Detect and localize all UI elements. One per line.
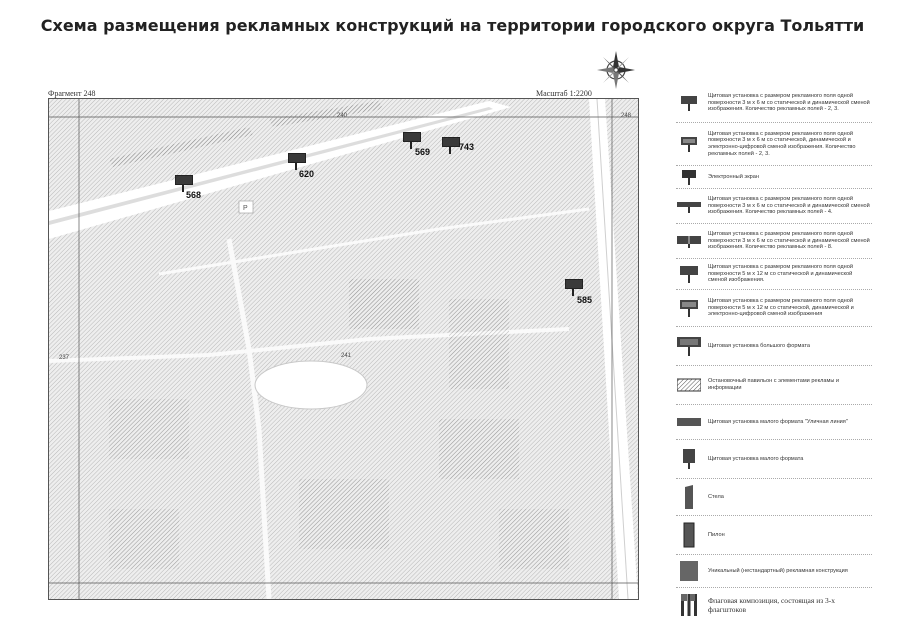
legend-item: Электронный экран	[676, 166, 872, 189]
fragment-label: Фрагмент 248	[48, 89, 96, 98]
legend-item: Щитовая установка с размером рекламного …	[676, 84, 872, 123]
legend-item: Остановочный павильон с элементами рекла…	[676, 366, 872, 405]
billboard-marker[interactable]	[288, 153, 306, 175]
svg-text:P: P	[243, 205, 248, 212]
legend-text: Стела	[708, 493, 724, 500]
scale-label: Масштаб 1:2200	[536, 89, 592, 98]
legend-text: Электронный экран	[708, 173, 759, 180]
flag-composition-icon	[676, 593, 702, 617]
compass-rose-icon	[596, 50, 636, 90]
legend-item: Щитовая установка с размером рекламного …	[676, 290, 872, 327]
legend-item: Щитовая установка малого формата "Улична…	[676, 405, 872, 440]
legend-text: Щитовая установка с размером рекламного …	[708, 264, 853, 284]
marker-label: 585	[577, 295, 593, 305]
adjacent-fragment-number: 240	[337, 113, 348, 119]
legend-text: Щитовая установка малого формата "Улична…	[708, 418, 848, 425]
billboard-3x6-four-fields-icon	[676, 199, 702, 213]
legend-item: Щитовая установка с размером рекламного …	[676, 189, 872, 224]
billboard-marker[interactable]	[175, 175, 193, 197]
legend-item: Уникальный (нестандартный) рекламная кон…	[676, 555, 872, 588]
stela-icon	[676, 485, 702, 509]
legend-text: Щитовая установка с размером рекламного …	[708, 130, 856, 157]
billboard-3x6-eight-fields-icon	[676, 234, 702, 248]
building-strip	[109, 127, 253, 167]
legend-item: Щитовая установка малого формата	[676, 440, 872, 479]
adjacent-fragment-number: 237	[59, 355, 70, 361]
legend-text: Уникальный (нестандартный) рекламная кон…	[708, 567, 848, 574]
adjacent-fragment-number: 241	[341, 353, 352, 359]
legend-text: Щитовая установка с размером рекламного …	[708, 93, 870, 113]
legend-item: Щитовая установка с размером рекламного …	[676, 224, 872, 259]
pylon-icon	[676, 522, 702, 548]
large-format-billboard-icon	[676, 335, 702, 357]
marker-label: 620	[299, 169, 315, 179]
legend-text: Щитовая установка с размером рекламного …	[708, 231, 870, 251]
page-title: Схема размещения рекламных конструкций н…	[40, 16, 865, 35]
billboard-3x6-static-dynamic-icon	[676, 94, 702, 112]
legend-item: Стела	[676, 479, 872, 516]
adjacent-fragment-number: 248	[621, 113, 632, 119]
billboard-marker[interactable]	[403, 132, 421, 154]
legend-item: Щитовая установка большого формата	[676, 327, 872, 366]
legend-text: Пилон	[708, 531, 725, 538]
map-fragment[interactable]: P 240 248 237 241 568 620 569 743 585	[48, 98, 639, 600]
billboard-5x12-digital-icon	[676, 298, 702, 318]
billboard-5x12-static-dynamic-icon	[676, 264, 702, 284]
side-road	[589, 99, 638, 599]
legend: Щитовая установка с размером рекламного …	[676, 84, 872, 622]
legend-item: Пилон	[676, 516, 872, 555]
legend-text: Щитовая установка малого формата	[708, 455, 804, 462]
legend-item: Щитовая установка с размером рекламного …	[676, 123, 872, 166]
electronic-screen-icon	[676, 168, 702, 186]
billboard-marker[interactable]	[565, 279, 583, 301]
legend-item: Щитовая установка с размером рекламного …	[676, 259, 872, 290]
marker-label: 568	[186, 190, 202, 200]
marker-label: 569	[415, 147, 431, 157]
legend-text: Флаговая композиция, состоящая из 3-х фл…	[708, 596, 836, 614]
small-format-street-line-icon	[676, 416, 702, 428]
small-format-billboard-icon	[676, 448, 702, 470]
billboard-marker[interactable]	[442, 137, 460, 159]
legend-text: Щитовая установка с размером рекламного …	[708, 196, 870, 216]
billboard-3x6-digital-icon	[676, 135, 702, 153]
legend-item: Флаговая композиция, состоящая из 3-х фл…	[676, 588, 872, 622]
building-strip	[269, 101, 383, 127]
marker-label: 743	[459, 142, 475, 152]
main-road	[49, 101, 511, 239]
legend-text: Щитовая установка большого формата	[708, 342, 810, 349]
legend-text: Щитовая установка с размером рекламного …	[708, 298, 854, 318]
legend-text: Остановочный павильон с элементами рекла…	[708, 378, 840, 391]
unique-structure-icon	[676, 560, 702, 582]
central-plaza	[254, 360, 368, 410]
stop-pavilion-icon	[676, 377, 702, 393]
